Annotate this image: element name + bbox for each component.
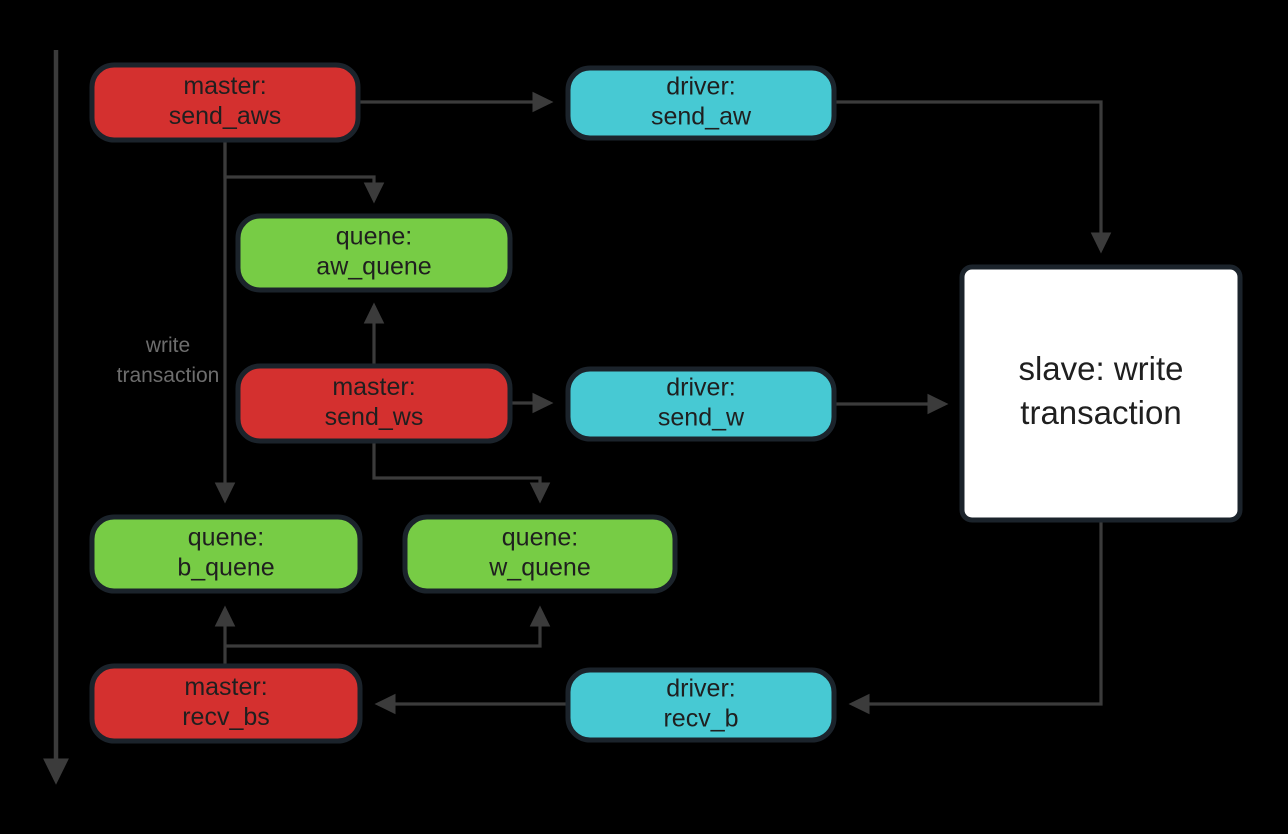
node-shape-master-send-ws[interactable] bbox=[235, 363, 513, 444]
node-driver-recv-b[interactable]: driver:recv_b bbox=[565, 667, 837, 743]
node-label-quene-w-quene-line2: w_quene bbox=[488, 554, 590, 582]
node-label-quene-b-quene-line2: b_quene bbox=[177, 554, 274, 582]
node-shape-master-send-aws[interactable] bbox=[89, 62, 361, 143]
node-label-master-send-aws-line2: send_aws bbox=[169, 102, 282, 130]
node-label-master-send-aws-line1: master: bbox=[183, 72, 266, 100]
node-label-master-recv-bs-line1: master: bbox=[184, 673, 267, 701]
node-label-slave-write-transaction-line1: slave: write bbox=[1018, 350, 1183, 387]
node-master-send-aws[interactable]: master:send_aws bbox=[89, 62, 361, 143]
node-slave-write-transaction[interactable]: slave: write transaction bbox=[959, 264, 1243, 523]
node-driver-send-aw[interactable]: driver:send_aw bbox=[565, 65, 837, 141]
node-label-master-recv-bs-line2: recv_bs bbox=[182, 703, 270, 731]
write-transaction-axis-label-line1: write bbox=[145, 334, 190, 357]
node-label-master-send-ws-line1: master: bbox=[332, 373, 415, 401]
node-shape-driver-send-aw[interactable] bbox=[565, 65, 837, 141]
node-shape-driver-send-w[interactable] bbox=[565, 366, 837, 442]
node-label-driver-send-w-line2: send_w bbox=[658, 404, 745, 432]
edge-send-aw-to-slave bbox=[834, 100, 1112, 254]
node-label-driver-send-aw-line1: driver: bbox=[666, 73, 735, 101]
node-quene-w-quene[interactable]: quene:w_quene bbox=[402, 514, 678, 594]
node-label-driver-recv-b-line2: recv_b bbox=[663, 705, 738, 733]
node-master-recv-bs[interactable]: master:recv_bs bbox=[89, 663, 363, 744]
node-label-slave-write-transaction-line2: transaction bbox=[1020, 394, 1181, 431]
edge-slave-to-recv-b bbox=[848, 520, 1103, 715]
node-driver-send-w[interactable]: driver:send_w bbox=[565, 366, 837, 442]
node-label-quene-b-quene-line1: quene: bbox=[188, 524, 264, 552]
edge-layer bbox=[214, 91, 1112, 715]
node-label-quene-aw-quene-line1: quene: bbox=[336, 223, 412, 251]
node-label-driver-recv-b-line1: driver: bbox=[666, 675, 735, 703]
write-transaction-axis: write transaction bbox=[43, 50, 220, 785]
node-layer: master:send_awsdriver:send_awquene:aw_qu… bbox=[89, 62, 1243, 744]
node-shape-master-recv-bs[interactable] bbox=[89, 663, 363, 744]
node-master-send-ws[interactable]: master:send_ws bbox=[235, 363, 513, 444]
edge-ws-to-w-quene bbox=[372, 441, 551, 504]
edge-recv-bs-to-w-quene bbox=[225, 605, 551, 648]
node-shape-slave-write-transaction[interactable] bbox=[959, 264, 1243, 523]
node-shape-driver-recv-b[interactable] bbox=[565, 667, 837, 743]
node-label-driver-send-aw-line2: send_aw bbox=[651, 103, 752, 131]
node-label-quene-aw-quene-line2: aw_quene bbox=[316, 253, 431, 281]
node-label-master-send-ws-line2: send_ws bbox=[325, 403, 424, 431]
edge-aws-to-aw-quene bbox=[223, 140, 385, 204]
node-quene-b-quene[interactable]: quene:b_quene bbox=[89, 514, 363, 594]
node-label-quene-w-quene-line1: quene: bbox=[502, 524, 578, 552]
write-transaction-axis-label-line2: transaction bbox=[117, 364, 220, 387]
node-shape-quene-w-quene[interactable] bbox=[402, 514, 678, 594]
node-label-driver-send-w-line1: driver: bbox=[666, 374, 735, 402]
node-shape-quene-aw-quene[interactable] bbox=[235, 213, 513, 293]
node-shape-quene-b-quene[interactable] bbox=[89, 514, 363, 594]
node-quene-aw-quene[interactable]: quene:aw_quene bbox=[235, 213, 513, 293]
